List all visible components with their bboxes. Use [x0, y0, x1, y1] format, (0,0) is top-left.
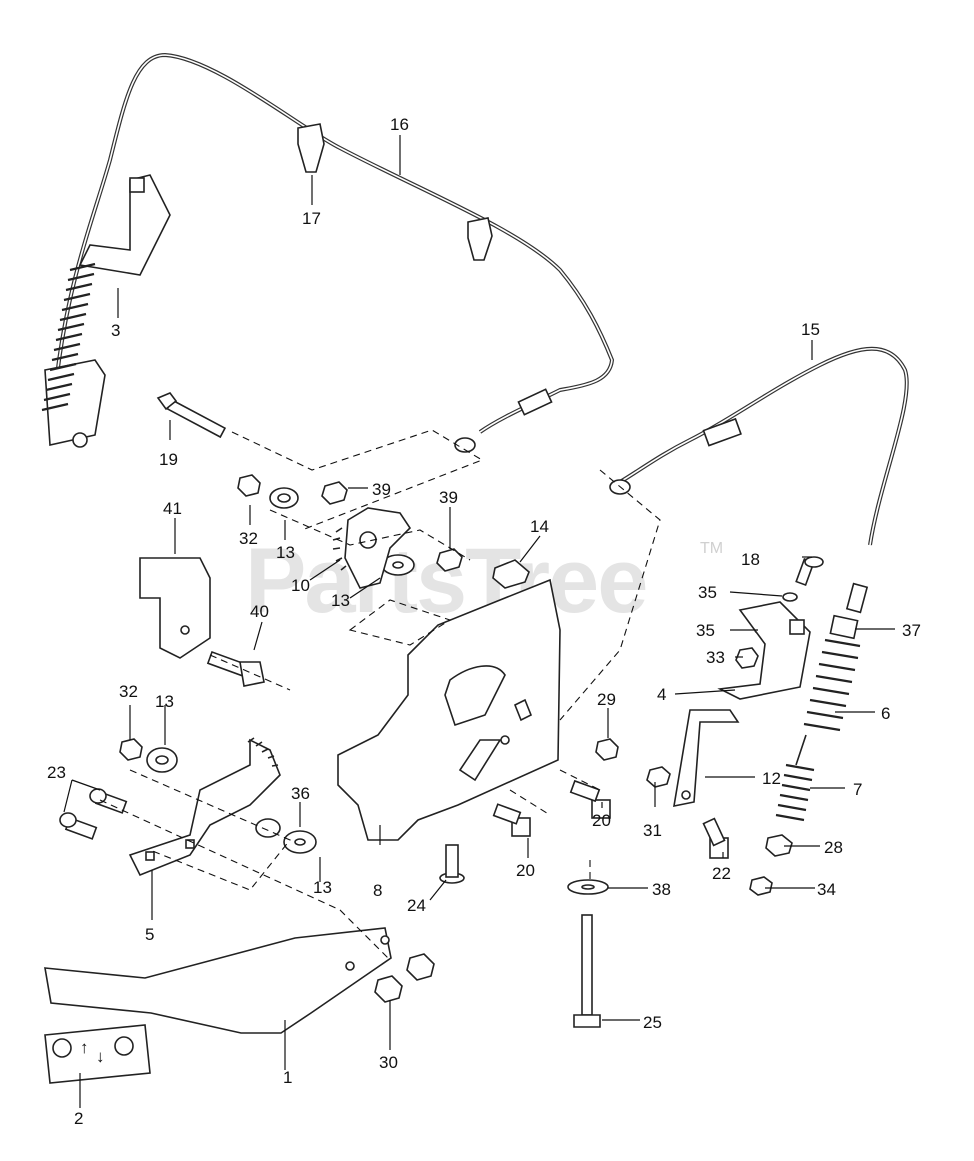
- callout-24[interactable]: 24: [407, 896, 426, 915]
- part-23-bolt[interactable]: [59, 788, 128, 840]
- watermark-trademark: TM: [700, 540, 723, 557]
- callout-7[interactable]: 7: [853, 780, 862, 799]
- part-33-nut[interactable]: [735, 647, 759, 669]
- part-40-bolt[interactable]: [206, 650, 265, 687]
- callout-23[interactable]: 23: [47, 763, 66, 782]
- part-2-decal[interactable]: ↑ ↓: [44, 1024, 151, 1084]
- part-1-lever[interactable]: [44, 927, 392, 1034]
- callout-20-a[interactable]: 20: [592, 811, 611, 830]
- part-18-pin[interactable]: [795, 556, 824, 587]
- part-37-fitting[interactable]: [829, 614, 859, 640]
- part-32-nut[interactable]: [119, 474, 261, 761]
- callout-25[interactable]: 25: [643, 1013, 662, 1032]
- part-34-nut[interactable]: [749, 876, 773, 896]
- part-4-bracket[interactable]: [717, 601, 811, 700]
- callout-8[interactable]: 8: [373, 881, 382, 900]
- part-10-gear[interactable]: [332, 507, 412, 589]
- part-20-bolt[interactable]: [492, 779, 611, 837]
- decal-up-arrow: ↑: [80, 1038, 89, 1057]
- part-5-lever-bracket[interactable]: [128, 737, 281, 877]
- part-14-clip[interactable]: [492, 559, 530, 589]
- callout-29[interactable]: 29: [597, 690, 616, 709]
- part-25-bolt[interactable]: [573, 914, 601, 1028]
- callout-3[interactable]: 3: [111, 321, 120, 340]
- part-41-bracket[interactable]: [139, 557, 211, 659]
- part-12-bracket[interactable]: [673, 709, 740, 808]
- assembly-lines: [99, 429, 661, 961]
- part-39-nut[interactable]: [321, 481, 463, 572]
- callout-16[interactable]: 16: [390, 115, 409, 134]
- callout-33[interactable]: 33: [706, 648, 725, 667]
- part-7-spring[interactable]: [775, 734, 815, 822]
- callout-20-b[interactable]: 20: [516, 861, 535, 880]
- callout-30[interactable]: 30: [379, 1053, 398, 1072]
- callout-19[interactable]: 19: [159, 450, 178, 469]
- callout-41[interactable]: 41: [163, 499, 182, 518]
- callout-39-a[interactable]: 39: [372, 480, 391, 499]
- part-17-clip[interactable]: [297, 123, 493, 261]
- part-19-bolt[interactable]: [156, 392, 227, 439]
- callout-17[interactable]: 17: [302, 209, 321, 228]
- callout-14[interactable]: 14: [530, 517, 549, 536]
- callout-39-b[interactable]: 39: [439, 488, 458, 507]
- part-38-washer[interactable]: [567, 879, 609, 895]
- part-16-cable[interactable]: [50, 52, 615, 453]
- decal-down-arrow: ↓: [96, 1047, 105, 1066]
- callout-34[interactable]: 34: [817, 880, 836, 899]
- callout-12[interactable]: 12: [762, 769, 781, 788]
- callout-36[interactable]: 36: [291, 784, 310, 803]
- part-15-cable[interactable]: [609, 346, 909, 614]
- part-8-plate[interactable]: [337, 578, 561, 841]
- callout-31[interactable]: 31: [643, 821, 662, 840]
- callout-15[interactable]: 15: [801, 320, 820, 339]
- part-22-bolt[interactable]: [702, 817, 729, 859]
- callout-5[interactable]: 5: [145, 925, 154, 944]
- part-28-nut[interactable]: [765, 834, 793, 857]
- callout-35-a[interactable]: 35: [698, 583, 717, 602]
- callout-10[interactable]: 10: [291, 576, 310, 595]
- callout-13-a[interactable]: 13: [276, 543, 295, 562]
- callout-22[interactable]: 22: [712, 864, 731, 883]
- part-13-washer[interactable]: [146, 487, 415, 854]
- callout-13-c[interactable]: 13: [155, 692, 174, 711]
- callout-2[interactable]: 2: [74, 1109, 83, 1128]
- callout-35-b[interactable]: 35: [696, 621, 715, 640]
- callout-38[interactable]: 38: [652, 880, 671, 899]
- part-6-spring[interactable]: [803, 638, 861, 732]
- leader-lines: [63, 135, 895, 1108]
- part-30-nut[interactable]: [374, 953, 435, 1003]
- callout-4[interactable]: 4: [657, 685, 666, 704]
- part-3-spring-bracket[interactable]: [41, 174, 171, 448]
- part-24-bolt[interactable]: [439, 844, 465, 884]
- callout-1[interactable]: 1: [283, 1068, 292, 1087]
- callout-13-b[interactable]: 13: [331, 591, 350, 610]
- callout-28[interactable]: 28: [824, 838, 843, 857]
- callout-18[interactable]: 18: [741, 550, 760, 569]
- part-31-nut[interactable]: [646, 766, 671, 788]
- callout-40[interactable]: 40: [250, 602, 269, 621]
- callout-6[interactable]: 6: [881, 704, 890, 723]
- part-29-nut[interactable]: [595, 738, 619, 761]
- callout-32-b[interactable]: 32: [119, 682, 138, 701]
- callout-37[interactable]: 37: [902, 621, 921, 640]
- callout-32-a[interactable]: 32: [239, 529, 258, 548]
- callout-labels: 1 2 3 4 5 6 7 8 10 12 13 13 13 13 14 15 …: [47, 115, 921, 1128]
- callout-13-d[interactable]: 13: [313, 878, 332, 897]
- watermark-text: PartsTree: [245, 530, 646, 632]
